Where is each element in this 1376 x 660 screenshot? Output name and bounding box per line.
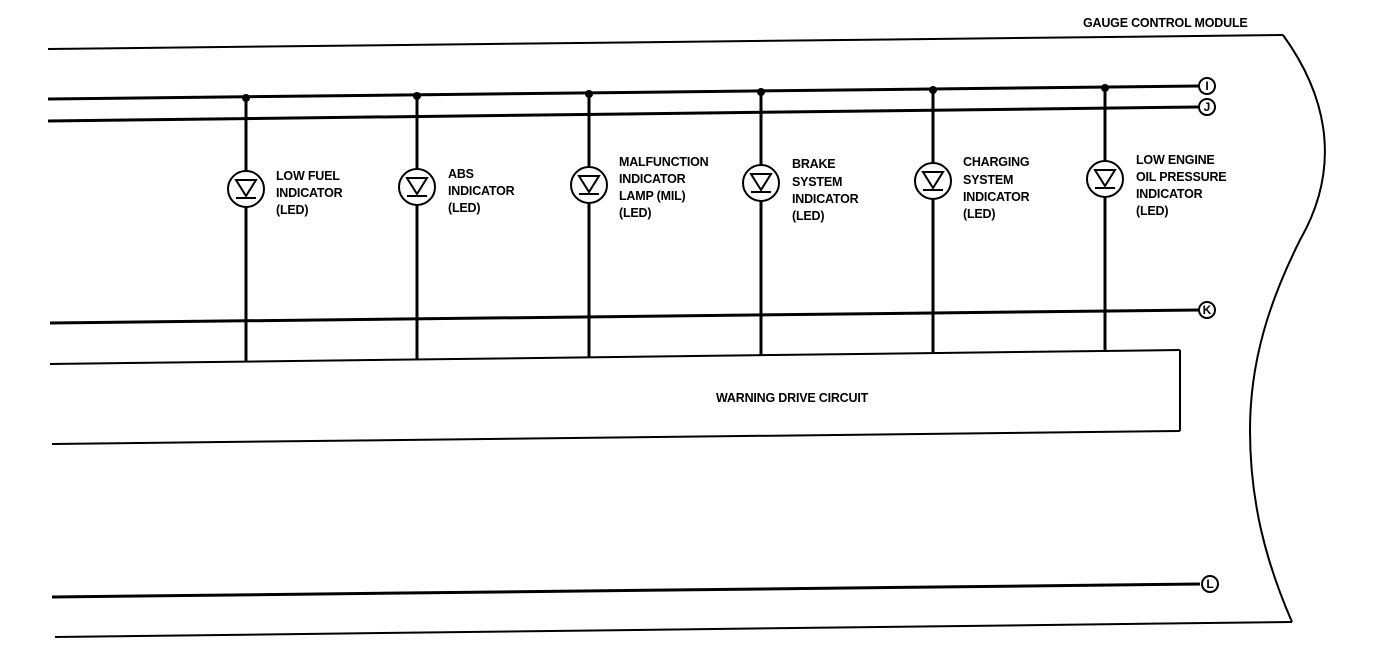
bus-i (47, 84, 1199, 101)
junction-dot (757, 88, 765, 96)
led-low-fuel: LOW FUEL INDICATOR (LED) (227, 94, 346, 362)
module-title: GAUGE CONTROL MODULE (1083, 16, 1248, 30)
led-charging-system-label: CHARGING SYSTEM INDICATOR (LED) (963, 155, 1033, 221)
led-icon (227, 170, 265, 208)
terminal-i: I (1198, 77, 1216, 95)
led-low-fuel-label: LOW FUEL INDICATOR (LED) (276, 169, 346, 217)
module-outline (47, 34, 1326, 638)
bus-l (51, 582, 1201, 599)
led-icon (914, 162, 952, 200)
terminal-l-label: L (1206, 577, 1213, 591)
led-brake-system: BRAKE SYSTEM INDICATOR (LED) (742, 88, 862, 356)
terminal-k-label: K (1203, 303, 1212, 317)
terminal-l: L (1201, 575, 1219, 593)
led-mil: MALFUNCTION INDICATOR LAMP (MIL) (LED) (570, 90, 712, 358)
led-low-oil-pressure-label: LOW ENGINE OIL PRESSURE INDICATOR (LED) (1136, 153, 1230, 218)
junction-dot (585, 90, 593, 98)
led-abs-label: ABS INDICATOR (LED) (448, 167, 518, 215)
terminal-k: K (1198, 301, 1216, 319)
bus-k (49, 308, 1199, 325)
terminal-j-label: J (1204, 100, 1211, 114)
junction-dot (413, 92, 421, 100)
led-icon (570, 166, 608, 204)
led-icon (398, 168, 436, 206)
junction-dot (929, 86, 937, 94)
terminal-j: J (1198, 98, 1216, 116)
junction-dot (242, 94, 250, 102)
led-low-oil-pressure: LOW ENGINE OIL PRESSURE INDICATOR (LED) (1086, 84, 1230, 352)
led-charging-system: CHARGING SYSTEM INDICATOR (LED) (914, 86, 1033, 354)
terminal-i-label: I (1205, 79, 1208, 93)
warning-drive-circuit-box (49, 349, 1181, 445)
junction-dot (1101, 84, 1109, 92)
led-mil-label: MALFUNCTION INDICATOR LAMP (MIL) (LED) (619, 155, 712, 220)
bus-j (47, 105, 1199, 123)
warning-drive-circuit-label: WARNING DRIVE CIRCUIT (716, 391, 869, 405)
led-brake-system-label: BRAKE SYSTEM INDICATOR (LED) (792, 157, 862, 223)
led-icon (1086, 160, 1124, 198)
led-icon (742, 164, 780, 202)
led-abs: ABS INDICATOR (LED) (398, 92, 518, 360)
